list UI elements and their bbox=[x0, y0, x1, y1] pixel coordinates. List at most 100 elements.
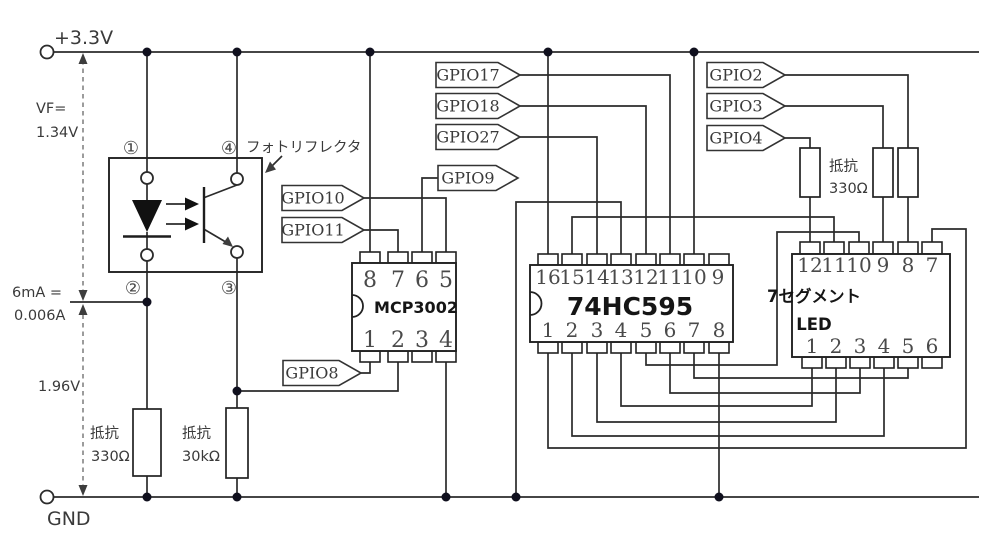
gpio4-label: GPIO4 bbox=[709, 129, 762, 148]
gpio3-tag bbox=[706, 92, 787, 120]
pin3-terminal bbox=[230, 245, 244, 259]
seg7-pin10-label: 10 bbox=[846, 253, 871, 277]
resistor30k-label-line2: 30kΩ bbox=[182, 449, 220, 465]
wire-gpio11-to-mcp7 bbox=[364, 229, 399, 252]
chip-notch-icon bbox=[351, 294, 364, 318]
wire-595p7-to-seg5 bbox=[693, 353, 909, 379]
seg7-name-line2: LED bbox=[796, 315, 831, 334]
seg7-pin3-label: 3 bbox=[854, 334, 867, 358]
wire-gpio2-to-resistor bbox=[785, 74, 909, 148]
gpio2-tag bbox=[706, 61, 787, 89]
seg7-pin2-label: 2 bbox=[830, 334, 843, 358]
mcp-pin4-label: 4 bbox=[439, 328, 453, 353]
wire-gpio27-to-595p14 bbox=[520, 136, 598, 254]
wire-gpio8-to-mcp1 bbox=[361, 362, 371, 374]
wire-adc-ch0 bbox=[237, 362, 399, 392]
pr-pin4-number: ④ bbox=[221, 138, 237, 159]
wire-gpio4-to-resistor bbox=[785, 137, 811, 148]
wire-595p4-to-seg1 bbox=[620, 353, 813, 407]
hc595-pin14-label: 14 bbox=[584, 265, 609, 289]
hc595-pin15-label: 15 bbox=[559, 265, 584, 289]
vcc-label: +3.3V bbox=[54, 27, 113, 49]
seg7-pin8-label: 8 bbox=[902, 253, 915, 277]
hc595-chip: 16 15 14 13 12 11 10 9 1 2 3 4 5 6 7 8 7… bbox=[529, 253, 734, 354]
current-label-line1: 6mA = bbox=[12, 285, 62, 301]
gpio4-tag bbox=[706, 124, 787, 152]
gpio17-tag bbox=[435, 61, 522, 89]
mcp-pin8-label: 8 bbox=[363, 268, 377, 293]
pr-pin2-number: ② bbox=[125, 278, 141, 299]
wire-gnd-to-595p13 bbox=[515, 201, 622, 497]
emitter-arrow-icon bbox=[222, 236, 233, 247]
label-pointer-arrow-icon bbox=[265, 161, 276, 173]
gpio10-tag bbox=[281, 184, 366, 212]
seg7-pin9-label: 9 bbox=[877, 253, 890, 277]
gpio18-tag bbox=[435, 92, 522, 120]
mcp3002-name: MCP3002 bbox=[374, 298, 458, 317]
seg7-pin5-label: 5 bbox=[902, 334, 915, 358]
seg7-pin7-label: 7 bbox=[926, 253, 939, 277]
led-triangle-icon bbox=[132, 200, 162, 232]
gnd-terminal bbox=[39, 489, 55, 505]
wire-mcp6-to-gpio9 bbox=[421, 177, 438, 252]
wire-gpio17-to-595p11 bbox=[520, 74, 671, 254]
hc595-pin1-label: 1 bbox=[542, 318, 555, 342]
gpio3-label: GPIO3 bbox=[709, 97, 762, 116]
wire-595p15-to-seg11 bbox=[571, 216, 835, 254]
hc595-pin11-label: 11 bbox=[657, 265, 682, 289]
resistor-30k-divider bbox=[225, 407, 249, 479]
vcc-terminal bbox=[39, 44, 55, 60]
gpio18-label: GPIO18 bbox=[436, 97, 499, 116]
pr-pin3-number: ③ bbox=[221, 278, 237, 299]
resistor-330-seg-b bbox=[872, 147, 894, 198]
dimension-lines bbox=[70, 53, 147, 496]
hc595-pin5-label: 5 bbox=[640, 318, 653, 342]
gpio11-tag bbox=[281, 216, 366, 244]
mcp-pin2-label: 2 bbox=[391, 328, 405, 353]
arrow-up-icon bbox=[78, 304, 88, 315]
hc595-pin16-label: 16 bbox=[535, 265, 560, 289]
seg7-body bbox=[791, 253, 951, 358]
arrow-down-icon bbox=[78, 290, 88, 301]
seg-resistor-label-line1: 抵抗 bbox=[829, 158, 858, 175]
seg7-pin6-label: 6 bbox=[926, 334, 939, 358]
arrow-up-icon bbox=[78, 53, 88, 64]
current-label-line2: 0.006A bbox=[14, 308, 66, 324]
pin4-terminal bbox=[230, 172, 244, 186]
resistor-330-led bbox=[132, 408, 162, 477]
pin2-terminal bbox=[140, 248, 154, 262]
gpio8-tag bbox=[282, 359, 363, 387]
mcp-pin7-label: 7 bbox=[391, 268, 405, 293]
wire-595p3-to-seg2 bbox=[596, 353, 837, 423]
wire-gpio3-to-resistor bbox=[785, 105, 884, 148]
hc595-pin3-label: 3 bbox=[591, 318, 604, 342]
gpio11-label: GPIO11 bbox=[281, 221, 344, 240]
seg7-name-line1: 7セグメント bbox=[767, 286, 861, 306]
mcp3002-chip: 8 7 6 5 1 2 3 4 MCP3002 bbox=[351, 251, 458, 363]
seg7-pin4-label: 4 bbox=[878, 334, 891, 358]
seg7-pin12-label: 12 bbox=[797, 253, 822, 277]
resistors bbox=[132, 147, 919, 479]
gpio10-label: GPIO10 bbox=[281, 189, 344, 208]
light-arrow-icon bbox=[185, 197, 199, 211]
divider-voltage-label: 1.96V bbox=[38, 379, 80, 395]
gpio9-label: GPIO9 bbox=[441, 169, 494, 188]
junctions bbox=[39, 44, 724, 505]
resistor-330-seg-c bbox=[897, 147, 919, 198]
hc595-pin7-label: 7 bbox=[688, 318, 701, 342]
vf-label-line2: 1.34V bbox=[36, 125, 78, 141]
resistor-330-seg-a bbox=[799, 147, 821, 198]
resistor30k-label-line1: 抵抗 bbox=[182, 425, 211, 442]
hc595-pin12-label: 12 bbox=[633, 265, 658, 289]
chip-notch-icon bbox=[529, 291, 543, 316]
seg7-chip: 12 11 10 9 8 7 1 2 3 4 5 6 7セグメント LED bbox=[767, 241, 951, 369]
gnd-label: GND bbox=[47, 508, 91, 530]
gpio-tags: GPIO10 GPIO11 GPIO8 GPIO9 GPIO17 GPIO18 … bbox=[281, 61, 787, 387]
gpio27-label: GPIO27 bbox=[436, 128, 499, 147]
mcp-pin5-label: 5 bbox=[439, 268, 453, 293]
resistor330-label-line1: 抵抗 bbox=[90, 425, 119, 442]
hc595-pin2-label: 2 bbox=[566, 318, 579, 342]
gpio27-tag bbox=[435, 123, 522, 151]
